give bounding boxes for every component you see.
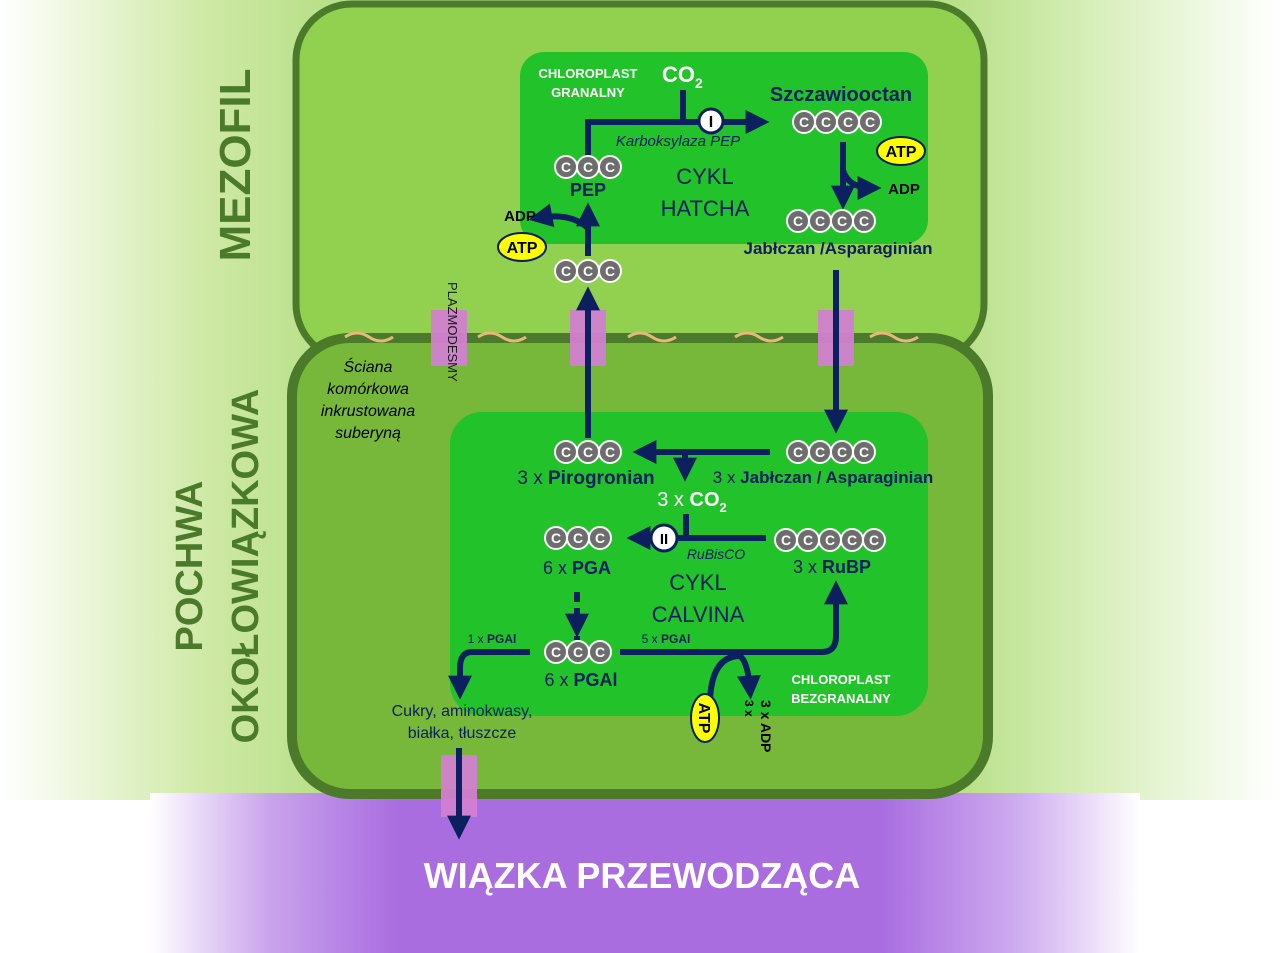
malate-sheath-label: 3 x Jabłczan / Asparaginian xyxy=(713,468,933,487)
rubisco-label: RuBisCO xyxy=(687,546,745,562)
svg-text:C: C xyxy=(583,263,593,279)
svg-text:CHLOROPLAST: CHLOROPLAST xyxy=(792,672,891,687)
bundle-label: WIĄZKA PRZEWODZĄCA xyxy=(424,855,861,896)
svg-text:II: II xyxy=(660,531,668,548)
adp-label-hatch: ADP xyxy=(888,181,920,198)
svg-text:C: C xyxy=(843,114,853,130)
svg-text:C: C xyxy=(605,444,615,460)
svg-text:C: C xyxy=(803,532,813,548)
rubp-label: 3 x RuBP xyxy=(793,557,871,577)
pgal-one-label: 1 x PGAl xyxy=(468,632,517,646)
svg-text:ATP: ATP xyxy=(886,144,917,161)
pyruvate-sheath-label: 3 x Pirogronian xyxy=(517,468,654,489)
svg-text:C: C xyxy=(837,213,847,229)
svg-text:C: C xyxy=(573,530,583,546)
granal-chloroplast xyxy=(520,52,928,244)
svg-text:GRANALNY: GRANALNY xyxy=(551,85,625,100)
svg-text:C: C xyxy=(815,213,825,229)
svg-text:C: C xyxy=(595,530,605,546)
vascular-bundle xyxy=(150,793,1140,953)
sheath-label-line1: POCHWA xyxy=(169,481,211,652)
svg-text:białka, tłuszcze: białka, tłuszcze xyxy=(408,725,517,742)
granal-chloroplast-label: CHLOROPLAST GRANALNY xyxy=(539,66,638,100)
svg-text:C: C xyxy=(821,114,831,130)
svg-text:C: C xyxy=(561,159,571,175)
svg-text:HATCHA: HATCHA xyxy=(661,196,750,221)
sheath-label-line2: OKOŁOWIĄZKOWA xyxy=(225,389,267,744)
svg-text:3 x ADP: 3 x ADP xyxy=(758,700,774,752)
hatch-cycle-label: CYKL HATCHA xyxy=(661,164,750,221)
svg-text:BEZGRANALNY: BEZGRANALNY xyxy=(791,691,891,706)
step-two-marker: II xyxy=(649,523,679,553)
svg-text:C: C xyxy=(865,114,875,130)
malate-label: Jabłczan /Asparaginian xyxy=(744,239,933,258)
svg-text:3 x: 3 x xyxy=(742,700,756,717)
products-label: Cukry, aminokwasy, białka, tłuszcze xyxy=(392,703,533,742)
atp-badge-calvin: ATP xyxy=(690,693,720,743)
svg-text:C: C xyxy=(859,213,869,229)
agranal-chloroplast-label: CHLOROPLAST BEZGRANALNY xyxy=(791,672,891,706)
pep-label: PEP xyxy=(570,180,606,200)
svg-text:I: I xyxy=(709,114,713,131)
svg-text:C: C xyxy=(561,263,571,279)
pgal-label: 6 x PGAl xyxy=(544,670,617,690)
adp-label-calvin: 3 x 3 x ADP xyxy=(742,700,774,752)
mesophyll-label: MEZOFIL xyxy=(211,68,260,261)
svg-text:Ściana: Ściana xyxy=(344,357,393,376)
svg-text:CYKL: CYKL xyxy=(669,570,726,595)
pep-carboxylase-label: Karboksylaza PEP xyxy=(616,133,740,150)
svg-text:C: C xyxy=(859,444,869,460)
svg-text:C: C xyxy=(551,644,561,660)
svg-text:CHLOROPLAST: CHLOROPLAST xyxy=(539,66,638,81)
svg-text:C: C xyxy=(793,213,803,229)
svg-text:ATP: ATP xyxy=(695,703,712,734)
cell-wall-label: Ściana komórkowa inkrustowana suberyną xyxy=(321,357,415,442)
svg-text:C: C xyxy=(793,444,803,460)
suberin-wall xyxy=(344,331,919,343)
svg-text:C: C xyxy=(815,444,825,460)
co2-mesophyll: CO2 xyxy=(662,62,703,91)
atp-badge-hatch: ATP xyxy=(876,136,926,166)
agranal-chloroplast xyxy=(450,412,928,716)
svg-text:C: C xyxy=(583,159,593,175)
svg-text:suberyną: suberyną xyxy=(335,425,401,442)
svg-text:C: C xyxy=(595,644,605,660)
svg-text:C: C xyxy=(847,532,857,548)
svg-text:C: C xyxy=(551,530,561,546)
atp-badge-ppdk: ATP xyxy=(497,232,547,262)
svg-text:CYKL: CYKL xyxy=(676,164,733,189)
svg-text:C: C xyxy=(837,444,847,460)
pga-label: 6 x PGA xyxy=(543,558,611,578)
svg-text:C: C xyxy=(605,263,615,279)
svg-text:Cukry, aminokwasy,: Cukry, aminokwasy, xyxy=(392,703,533,720)
svg-text:C: C xyxy=(869,532,879,548)
svg-text:C: C xyxy=(605,159,615,175)
svg-text:CALVINA: CALVINA xyxy=(652,602,745,627)
calvin-cycle-label: CYKL CALVINA xyxy=(652,570,745,627)
svg-text:C: C xyxy=(781,532,791,548)
step-one-marker: I xyxy=(697,107,725,135)
adp-label-ppdk: ADP xyxy=(504,208,536,225)
svg-text:C: C xyxy=(561,444,571,460)
svg-text:C: C xyxy=(799,114,809,130)
svg-text:C: C xyxy=(583,444,593,460)
pgal-five-label: 5 x PGAl xyxy=(642,632,691,646)
svg-text:komórkowa: komórkowa xyxy=(327,381,409,398)
co2-sheath-label: 3 x CO2 xyxy=(657,489,726,515)
plasmodesmata-label: PLAZMODESMY xyxy=(445,282,460,382)
oxaloacetate-label: Szczawiooctan xyxy=(770,84,912,106)
svg-text:ATP: ATP xyxy=(507,240,538,257)
svg-text:C: C xyxy=(573,644,583,660)
svg-text:inkrustowana: inkrustowana xyxy=(321,403,415,420)
svg-text:C: C xyxy=(825,532,835,548)
